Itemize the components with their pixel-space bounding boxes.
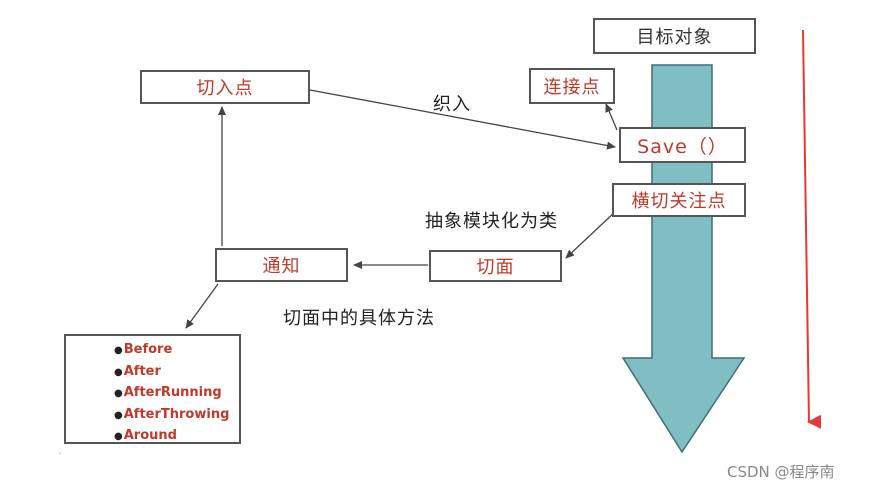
advice-type-item: ●Before	[114, 342, 173, 357]
red-progress-arrow	[802, 29, 822, 429]
pointcut-box: 切入点	[140, 70, 310, 104]
aspect-box: 切面	[429, 250, 562, 282]
advice-type-item: ●Around	[114, 428, 177, 443]
advice-type-item: ●AfterRunning	[114, 385, 222, 400]
connector-save-to-joinpoint	[605, 103, 618, 131]
crosscut-concern-box: 横切关注点	[612, 183, 746, 217]
aspect-methods-label: 切面中的具体方法	[283, 308, 435, 329]
connector-concern-to-aspect	[565, 209, 618, 259]
flow-arrow	[621, 64, 746, 454]
advice-type-item: ●After	[114, 363, 161, 379]
advice-box: 通知	[215, 248, 348, 282]
advice-type-item: ●AfterThrowing	[114, 406, 230, 422]
abstract-modularize-label: 抽象模块化为类	[425, 211, 558, 232]
watermark: CSDN @程序南	[727, 463, 835, 481]
connector-advice-to-list	[185, 283, 219, 329]
save-method-box: Save（）	[619, 127, 746, 163]
weave-label: 织入	[433, 94, 471, 115]
advice-types-list: ●Before ●After ●AfterRunning ●AfterThrow…	[64, 334, 241, 444]
target-object-box: 目标对象	[593, 18, 756, 54]
connector-pointcut-to-save	[309, 89, 616, 150]
join-point-box: 连接点	[529, 68, 615, 104]
